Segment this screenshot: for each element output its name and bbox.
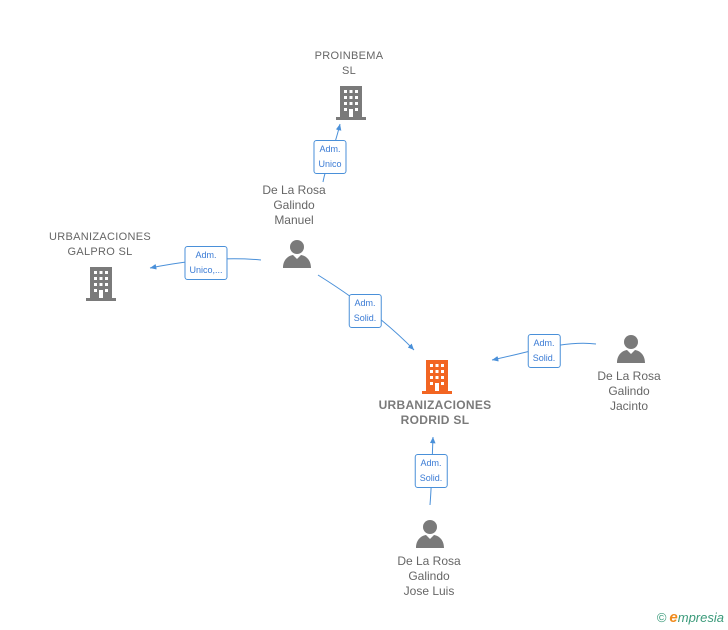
relation-role: Solid.	[419, 473, 443, 483]
company-name-line: SL	[341, 65, 357, 77]
person-icon[interactable]	[281, 238, 313, 270]
company-label-rodrid[interactable]: URBANIZACIONES RODRID SL	[379, 398, 492, 428]
relation-role: Adm.	[420, 458, 442, 468]
person-name-line: Jacinto	[609, 399, 649, 413]
company-name-line: URBANIZACIONES	[49, 231, 151, 243]
person-name-line: De La Rosa	[597, 369, 661, 383]
company-name-line: URBANIZACIONES	[378, 398, 492, 412]
company-name-line: GALPRO SL	[67, 246, 133, 258]
company-name-line: PROINBEMA	[314, 50, 384, 62]
person-name-line: De La Rosa	[262, 183, 326, 197]
company-name-line: RODRID SL	[400, 413, 470, 427]
person-name-line: Galindo	[608, 384, 650, 398]
relation-badge-manuel-rodrid[interactable]: Adm. Solid.	[348, 294, 382, 328]
company-label-galpro[interactable]: URBANIZACIONES GALPRO SL	[49, 230, 151, 260]
relation-badge-joseluis-rodrid[interactable]: Adm. Solid.	[414, 454, 448, 488]
person-icon[interactable]	[414, 518, 446, 550]
relation-role: Unico,...	[189, 265, 223, 275]
brand-logo-text: mpresia	[677, 610, 724, 625]
person-name-line: Manuel	[274, 213, 314, 227]
person-name-line: De La Rosa	[397, 554, 461, 568]
person-name-line: Galindo	[408, 569, 450, 583]
company-label-proinbema[interactable]: PROINBEMA SL	[315, 49, 384, 79]
person-label-joseluis[interactable]: De La Rosa Galindo Jose Luis	[397, 554, 460, 599]
building-icon[interactable]	[335, 84, 367, 120]
relation-role: Adm.	[533, 338, 555, 348]
relation-role: Solid.	[353, 313, 377, 323]
relation-role: Unico	[318, 159, 342, 169]
person-label-manuel[interactable]: De La Rosa Galindo Manuel	[262, 183, 325, 228]
brand-logo-initial: e	[669, 609, 678, 626]
relation-badge-manuel-proinbema[interactable]: Adm. Unico	[313, 140, 347, 174]
person-label-jacinto[interactable]: De La Rosa Galindo Jacinto	[597, 369, 660, 414]
person-icon[interactable]	[615, 333, 647, 365]
relation-role: Solid.	[532, 353, 556, 363]
building-icon[interactable]	[421, 358, 453, 394]
relation-role: Adm.	[354, 298, 376, 308]
relation-badge-jacinto-rodrid[interactable]: Adm. Solid.	[527, 334, 561, 368]
building-icon[interactable]	[85, 265, 117, 301]
person-name-line: Jose Luis	[403, 584, 455, 598]
person-name-line: Galindo	[273, 198, 315, 212]
relation-badge-manuel-galpro[interactable]: Adm. Unico,...	[184, 246, 228, 280]
relation-role: Adm.	[195, 250, 217, 260]
brand-watermark: ©empresia	[657, 609, 724, 626]
relation-role: Adm.	[319, 144, 341, 154]
copyright-symbol: ©	[656, 610, 667, 625]
